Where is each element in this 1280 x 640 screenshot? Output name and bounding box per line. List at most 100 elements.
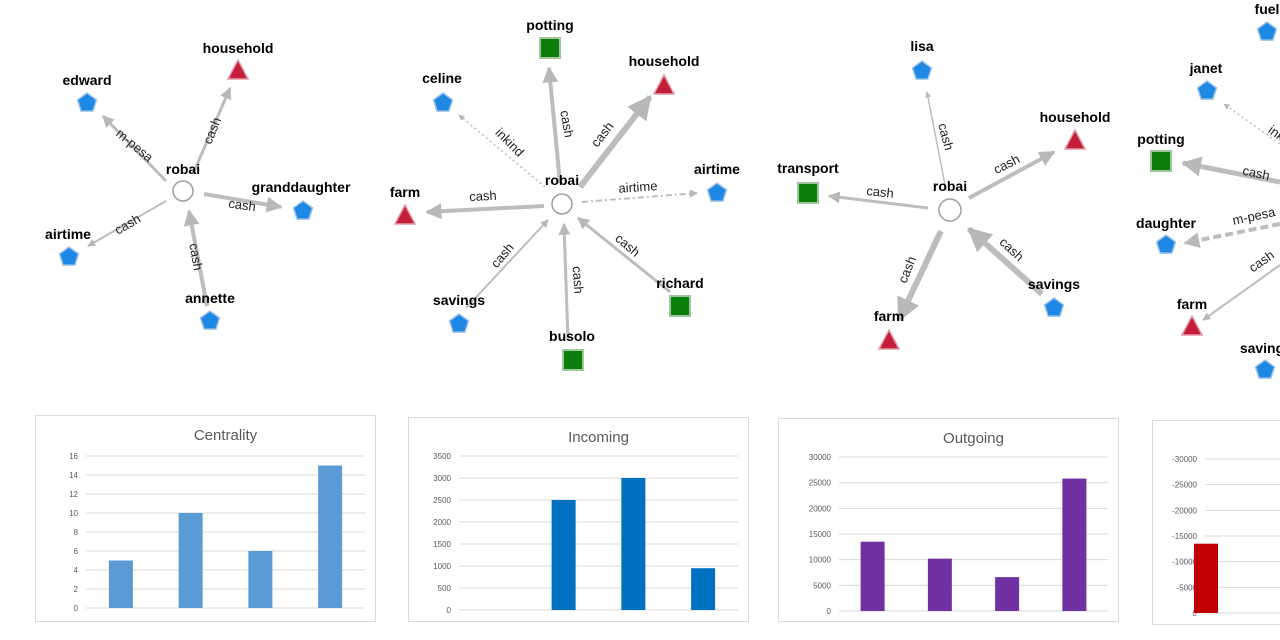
bar (1194, 543, 1218, 613)
center-node (172, 180, 194, 202)
node-label: edward (62, 72, 111, 88)
y-tick-label: 0 (74, 604, 79, 613)
center-node (551, 193, 573, 215)
bar (927, 558, 952, 611)
edge-busolo (558, 222, 571, 341)
edge-airtime (87, 200, 167, 247)
edge-farm (1202, 264, 1280, 321)
y-tick-label: -30000 (1172, 455, 1197, 464)
edge-label: cash (488, 240, 517, 271)
center-node (938, 198, 962, 222)
node-label: lisa (910, 38, 934, 54)
node-label: farm (1177, 296, 1207, 312)
node-label: busolo (549, 328, 595, 344)
node-label: granddaughter (252, 179, 351, 195)
node-pentagon-icon (432, 92, 454, 112)
edge-label: cash (469, 188, 497, 204)
bar (860, 541, 885, 611)
y-tick-label: -10000 (1172, 558, 1197, 567)
edge-daughter (1183, 222, 1280, 249)
y-tick-label: 10 (69, 509, 78, 518)
edge-edward (101, 114, 168, 183)
edge-label: cash (557, 109, 577, 139)
edge-household (968, 150, 1056, 200)
edge-lisa (925, 91, 947, 191)
node-label: airtime (45, 226, 91, 242)
node-label: saving (1240, 340, 1280, 356)
node-label: airtime (694, 161, 740, 177)
edge-potting (542, 66, 562, 184)
network-4: cashm-pesacashinkfueljanetpottingdaughte… (1136, 1, 1280, 379)
bar (248, 551, 273, 608)
node-pentagon-icon (1256, 21, 1278, 41)
y-tick-label: 2 (74, 585, 79, 594)
node-label: annette (185, 290, 235, 306)
y-tick-label: 0 (827, 607, 832, 616)
edge-label: cash (228, 196, 257, 215)
edge-airtime (581, 189, 698, 203)
node-label: farm (390, 184, 420, 200)
node-pentagon-icon (1155, 234, 1177, 254)
node-square-icon (539, 37, 561, 59)
edge-label: m-pesa (1231, 204, 1277, 228)
chart-title: Outgoing (943, 430, 1004, 447)
network-diagrams: cash m-pesa cash cash cash household edward gra… (45, 1, 1280, 379)
node-pentagon-icon (706, 182, 728, 202)
center-label: robai (166, 161, 200, 177)
y-tick-label: 15000 (809, 530, 832, 539)
node-triangle-icon (652, 73, 676, 95)
node-label: savings (1028, 276, 1080, 292)
y-tick-label: -5000 (1177, 583, 1198, 592)
y-tick-label: 0 (447, 606, 452, 615)
y-tick-label: 3500 (433, 452, 451, 461)
node-triangle-icon (393, 203, 417, 225)
node-label: janet (1189, 60, 1223, 76)
y-tick-label: 6 (74, 547, 79, 556)
node-label: household (1040, 109, 1111, 125)
bar (551, 500, 576, 610)
y-tick-label: 12 (69, 490, 78, 499)
edge-annette (183, 209, 209, 307)
y-tick-label: 4 (74, 566, 79, 575)
y-tick-label: 30000 (809, 453, 832, 462)
node-pentagon-icon (199, 310, 221, 330)
edge-label: cash (612, 231, 643, 260)
edge-label: ink (1265, 122, 1280, 144)
edge-label: cash (866, 183, 895, 201)
y-tick-label: -15000 (1172, 532, 1197, 541)
edge-potting (1181, 156, 1280, 185)
bar (178, 513, 203, 608)
chart-title: Centrality (194, 427, 258, 444)
edge-household (577, 95, 653, 189)
edge-label: inkind (492, 125, 527, 160)
node-label: celine (422, 70, 462, 86)
node-triangle-icon (226, 58, 250, 80)
node-pentagon-icon (292, 200, 314, 220)
y-tick-label: 5000 (813, 581, 831, 590)
y-tick-label: 1000 (433, 562, 451, 571)
edge-label: airtime (618, 178, 658, 196)
node-label: household (203, 40, 274, 56)
center-label: robai (933, 178, 967, 194)
node-pentagon-icon (1196, 80, 1218, 100)
chart-title: Incoming (568, 429, 629, 446)
node-pentagon-icon (1043, 297, 1065, 317)
edge-transport (827, 191, 929, 210)
y-tick-label: 14 (69, 471, 78, 480)
node-triangle-icon (1063, 128, 1087, 150)
node-pentagon-icon (911, 60, 933, 80)
bar (621, 478, 646, 610)
edge-savings (465, 219, 549, 309)
node-square-icon (797, 182, 819, 204)
y-tick-label: 2500 (433, 496, 451, 505)
node-square-icon (562, 349, 584, 371)
edge-savings (967, 226, 1044, 297)
y-tick-label: -20000 (1172, 506, 1197, 515)
edge-label: cash (112, 211, 143, 238)
edge-richard (577, 216, 671, 294)
node-label: fuel (1255, 1, 1280, 17)
